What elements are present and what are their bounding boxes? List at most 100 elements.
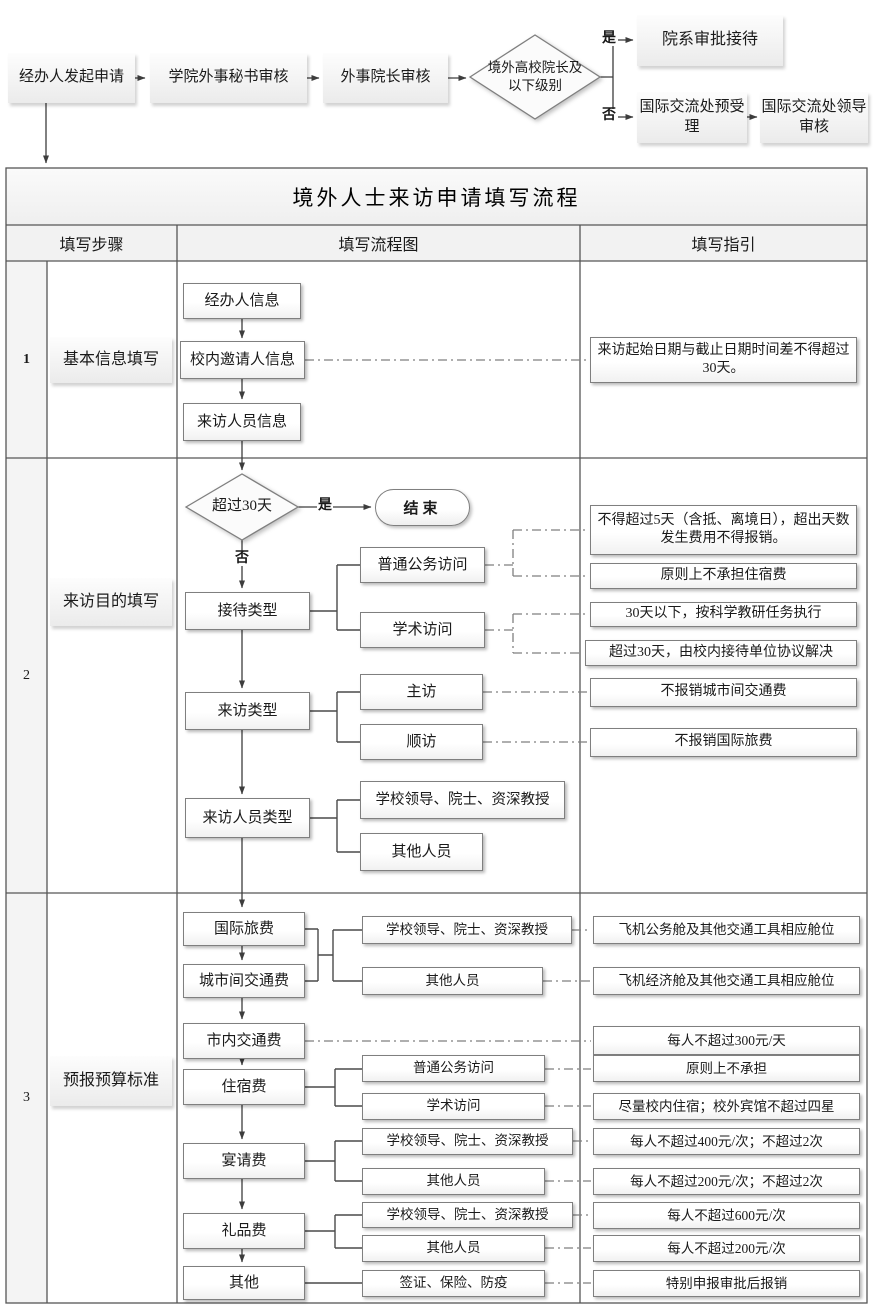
- guide-300-per-day-text: 每人不超过300元/天: [667, 1032, 786, 1048]
- row3-number: 3: [23, 1090, 30, 1105]
- title-row-bg: [6, 168, 867, 225]
- row1-step-label-text: 基本信息填写: [62, 350, 159, 368]
- box-visitor-category: 来访人员类型: [185, 798, 310, 838]
- box-lodging-fee-label: 住宿费: [221, 1078, 267, 1095]
- guide-no-intl-fare-text: 不报销国际旅费: [674, 734, 773, 750]
- guide-business-class: 飞机公务舱及其他交通工具相应舱位: [593, 916, 860, 944]
- box-leaders-academicians-r2-label: 学校领导、院士、资深教授: [375, 791, 550, 808]
- box-leaders-academicians-r3a-label: 学校领导、院士、资深教授: [386, 921, 548, 937]
- box-gift-fee: 礼品费: [183, 1213, 305, 1249]
- box-visitor-category-label: 来访人员类型: [202, 809, 293, 826]
- top-decision-rank-label: 境外高校院长及以下级别: [487, 60, 583, 93]
- guide-not-covered-text: 原则上不承担: [686, 1060, 767, 1076]
- box-agent-info: 经办人信息: [183, 283, 301, 319]
- top-branch-intl-leader-review: 国际交流处领导审核: [760, 92, 868, 143]
- end-node-label: 结束: [403, 501, 442, 517]
- box-visit-type: 来访类型: [185, 692, 310, 730]
- guide-date-range-text: 来访起始日期与截止日期时间差不得超过30天。: [597, 342, 850, 376]
- guide-200-per-meal-text: 每人不超过200元/次；不超过2次: [630, 1173, 823, 1189]
- guide-200-per-gift-text: 每人不超过200元/次: [667, 1240, 786, 1256]
- box-academic-visit-label: 学术访问: [392, 621, 453, 638]
- top-branch-dept-approve-label: 院系审批接待: [661, 31, 758, 49]
- box-city-transport-fee-label: 市内交通费: [206, 1032, 282, 1049]
- box-inviter-info: 校内邀请人信息: [180, 341, 305, 379]
- row3-step-label: 预报预算标准: [50, 1056, 172, 1106]
- guide-over-30-days-text: 超过30天，由校内接待单位协议解决: [609, 644, 833, 660]
- guide-400-per-meal: 每人不超过400元/次；不超过2次: [593, 1128, 860, 1155]
- guide-under-30-days-text: 30天以下，按科学教研任务执行: [625, 606, 822, 622]
- box-visitor-info: 来访人员信息: [183, 403, 301, 441]
- box-official-visit-label: 普通公务访问: [377, 556, 468, 573]
- guide-no-intercity-fare-text: 不报销城市间交通费: [660, 684, 787, 700]
- box-inviter-info-label: 校内邀请人信息: [189, 351, 295, 368]
- top-decision-rank: 境外高校院长及以下级别: [485, 55, 585, 99]
- top-step-dean-review: 外事院长审核: [323, 53, 448, 103]
- box-academic-visit-r3-label: 学术访问: [426, 1098, 481, 1114]
- box-intercity-fee-label: 城市间交通费: [198, 972, 289, 989]
- guide-economy-class: 飞机经济舱及其他交通工具相应舱位: [593, 967, 860, 995]
- box-visitor-info-label: 来访人员信息: [196, 413, 287, 430]
- box-leaders-academicians-r3b: 学校领导、院士、资深教授: [362, 1128, 573, 1155]
- box-gift-fee-label: 礼品费: [221, 1222, 267, 1239]
- box-leaders-academicians-r2: 学校领导、院士、资深教授: [360, 781, 565, 819]
- top-branch-intl-preaccept-label: 国际交流处预受理: [639, 99, 745, 135]
- num-col-bg-1: [6, 261, 47, 458]
- box-leaders-academicians-r3c: 学校领导、院士、资深教授: [362, 1202, 573, 1228]
- guide-max-5-days: 不得超过5天（含抵、离境日），超出天数发生费用不得报销。: [590, 505, 857, 555]
- row2-no-label: 否: [234, 551, 250, 566]
- box-other-fee-label: 其他: [228, 1274, 259, 1291]
- box-main-visit: 主访: [360, 674, 483, 710]
- top-step-secretary-review-label: 学院外事秘书审核: [168, 69, 289, 86]
- top-step-dean-review-label: 外事院长审核: [340, 69, 431, 86]
- guide-300-per-day: 每人不超过300元/天: [593, 1026, 860, 1055]
- guide-no-intercity-fare: 不报销城市间交通费: [590, 678, 857, 707]
- box-city-transport-fee: 市内交通费: [183, 1023, 305, 1059]
- box-visa-insurance: 签证、保险、防疫: [362, 1270, 545, 1297]
- box-main-visit-label: 主访: [406, 683, 437, 700]
- col-header-flow: 填写流程图: [177, 225, 580, 261]
- row2-number: 2: [23, 667, 30, 683]
- end-node: 结束: [375, 489, 470, 526]
- row2-step-label: 来访目的填写: [50, 578, 172, 626]
- box-other-personnel-r3c-label: 其他人员: [426, 1240, 481, 1256]
- col-header-guide-text: 填写指引: [691, 237, 756, 254]
- box-other-personnel-r3a: 其他人员: [362, 967, 543, 995]
- guide-special-approval: 特别申报审批后报销: [593, 1270, 860, 1297]
- guide-max-5-days-text: 不得超过5天（含抵、离境日），超出天数发生费用不得报销。: [597, 512, 850, 546]
- col-header-steps: 填写步骤: [6, 225, 177, 261]
- box-other-personnel-r2-label: 其他人员: [391, 843, 452, 860]
- top-step-initiate: 经办人发起申请: [8, 53, 135, 103]
- box-official-visit-r3-label: 普通公务访问: [413, 1060, 494, 1076]
- table-title: 境外人士来访申请填写流程: [6, 168, 867, 225]
- box-official-visit: 普通公务访问: [360, 547, 485, 583]
- table-title-text: 境外人士来访申请填写流程: [292, 185, 581, 210]
- guide-600-per-gift: 每人不超过600元/次: [593, 1202, 860, 1229]
- top-no-label: 否: [601, 108, 617, 123]
- col-header-guide: 填写指引: [580, 225, 867, 261]
- box-agent-info-label: 经办人信息: [204, 292, 280, 309]
- box-intl-travel-fee-label: 国际旅费: [213, 920, 274, 937]
- num-col-bg-3: [6, 893, 47, 1303]
- top-step-secretary-review: 学院外事秘书审核: [150, 53, 307, 103]
- row2-yes-label: 是: [317, 498, 333, 513]
- box-intl-travel-fee: 国际旅费: [183, 912, 305, 946]
- guide-special-approval-text: 特别申报审批后报销: [665, 1275, 788, 1291]
- box-other-personnel-r3b: 其他人员: [362, 1168, 545, 1195]
- decision-over-30-days-label: 超过30天: [211, 498, 272, 515]
- box-reception-type-label: 接待类型: [217, 602, 278, 619]
- guide-economy-class-text: 飞机经济舱及其他交通工具相应舱位: [618, 973, 835, 989]
- guide-over-30-days: 超过30天，由校内接待单位协议解决: [585, 640, 857, 666]
- box-leaders-academicians-r3a: 学校领导、院士、资深教授: [362, 916, 572, 944]
- box-side-visit-label: 顺访: [406, 733, 437, 750]
- top-step-initiate-label: 经办人发起申请: [18, 69, 124, 86]
- guide-400-per-meal-text: 每人不超过400元/次；不超过2次: [630, 1133, 823, 1149]
- row2-step-label-text: 来访目的填写: [62, 592, 159, 610]
- col-header-flow-text: 填写流程图: [338, 237, 419, 254]
- guide-date-range: 来访起始日期与截止日期时间差不得超过30天。: [590, 337, 857, 383]
- box-visit-type-label: 来访类型: [217, 702, 278, 719]
- guide-200-per-meal: 每人不超过200元/次；不超过2次: [593, 1168, 860, 1195]
- box-banquet-fee-label: 宴请费: [221, 1152, 267, 1169]
- guide-campus-lodging: 尽量校内住宿；校外宾馆不超过四星: [593, 1093, 860, 1120]
- header-row-bg: [6, 225, 867, 261]
